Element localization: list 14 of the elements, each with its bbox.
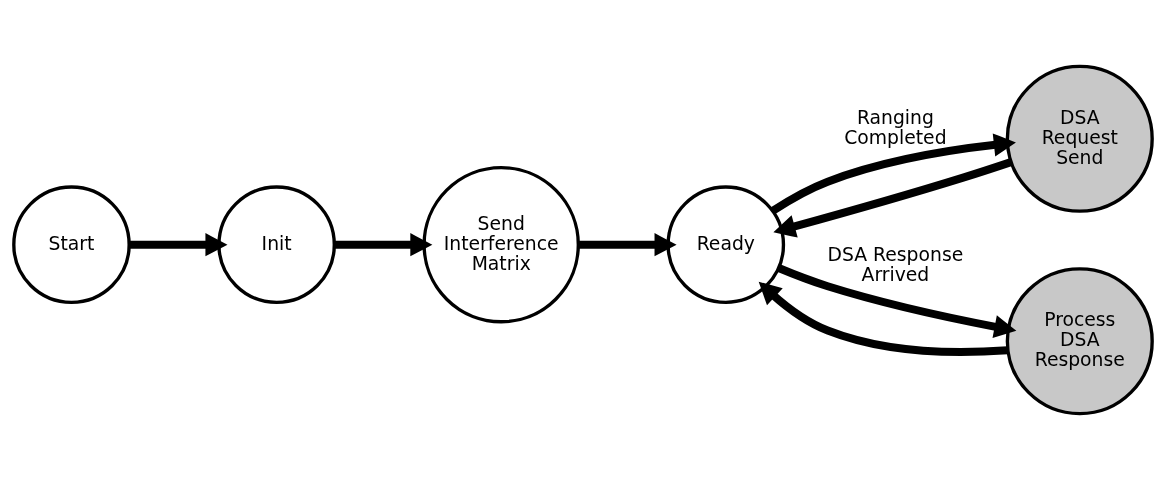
node-circle: Process DSA Response	[1005, 266, 1154, 415]
edge-label: Ranging Completed	[844, 106, 947, 148]
node-circle: Send Interference Matrix	[422, 165, 580, 323]
arrow	[578, 232, 677, 256]
arrow	[758, 281, 1009, 356]
arrow	[129, 232, 228, 256]
arrow	[334, 232, 433, 256]
arrow	[773, 157, 1013, 238]
edge-label: DSA Response Arrived	[827, 243, 964, 285]
arrow	[770, 132, 1016, 214]
node-circle: DSA Request Send	[1005, 64, 1154, 213]
node-circle: Init	[217, 184, 336, 304]
node-circle: Start	[12, 184, 131, 304]
arrow	[777, 263, 1017, 338]
